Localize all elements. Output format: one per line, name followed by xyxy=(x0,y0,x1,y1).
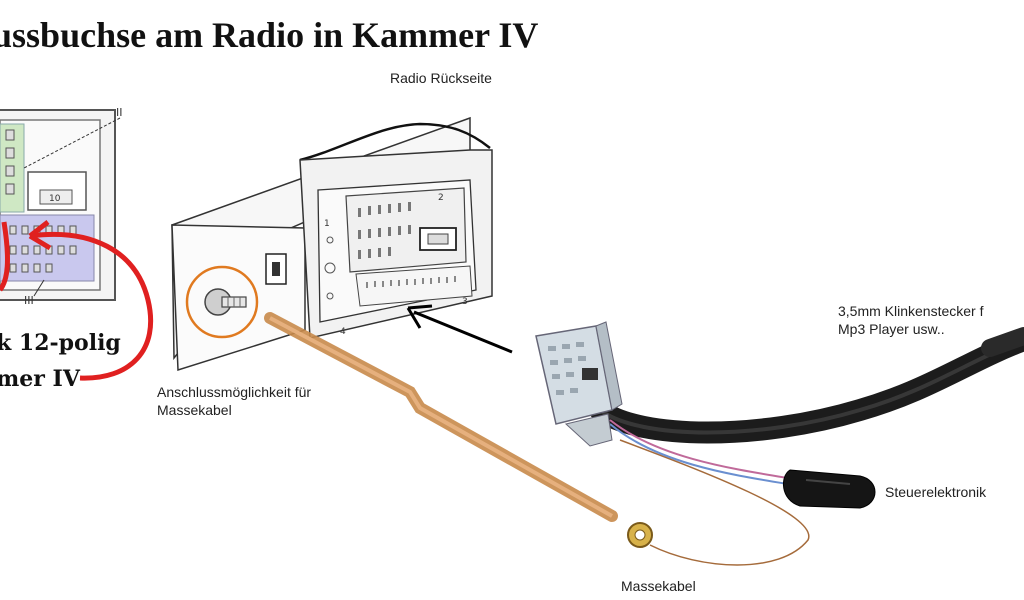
ground-point-circle xyxy=(185,265,259,339)
red-arrow-head xyxy=(28,220,52,251)
ground-option-label-line2: Massekabel xyxy=(157,402,232,418)
red-arrow-curve xyxy=(29,231,154,381)
lower-pins xyxy=(366,276,456,288)
screw-hole xyxy=(326,236,334,244)
leader-III xyxy=(33,279,45,297)
lower-pin-row xyxy=(355,265,473,307)
leader-II xyxy=(23,117,121,169)
control-module xyxy=(782,469,876,509)
screw-hole xyxy=(326,292,334,300)
connector-block xyxy=(345,187,467,273)
radio-top-edge xyxy=(299,122,491,162)
plug-slots xyxy=(548,342,586,395)
pin-label-10: 10 xyxy=(49,194,61,204)
aux-cable-assembly xyxy=(535,321,1024,509)
ground-option-label-line1: Anschlussmöglichkeit für xyxy=(157,384,312,400)
pin-label-4: 4 xyxy=(340,327,346,337)
red-marker-left xyxy=(0,221,10,292)
pin-label-1: 1 xyxy=(324,219,330,229)
pin-label-2: 2 xyxy=(438,193,444,203)
jack-plug xyxy=(981,327,1024,357)
ground-wire xyxy=(264,312,810,566)
plug-latch xyxy=(582,368,598,380)
roman-label-III: III xyxy=(24,294,34,307)
connector-contacts xyxy=(358,202,411,259)
radio-unit: 1 2 3 4 xyxy=(171,116,493,372)
jack-label-line1: 3,5mm Klinkenstecker f xyxy=(838,303,984,319)
connector-label-line1: k 12-polig xyxy=(0,330,121,356)
control-electronics-label: Steuerelektronik xyxy=(885,484,987,500)
plug-arrow xyxy=(406,304,513,354)
roman-label-II: II xyxy=(116,106,123,119)
screw-hole xyxy=(324,262,336,274)
page-title: ussbuchse am Radio in Kammer IV xyxy=(0,15,539,55)
thin-ground-wire xyxy=(619,439,810,566)
pin-label-3: 3 xyxy=(462,297,468,307)
main-cable xyxy=(589,329,1024,444)
ground-cable-label: Massekabel xyxy=(621,578,696,594)
connector-label-line2: mer IV xyxy=(0,366,80,392)
signal-wires xyxy=(609,419,801,481)
radio-back-label: Radio Rückseite xyxy=(390,70,492,86)
connector-closeup: 10 II III xyxy=(0,106,154,381)
jack-label-line2: Mp3 Player usw.. xyxy=(838,321,945,337)
